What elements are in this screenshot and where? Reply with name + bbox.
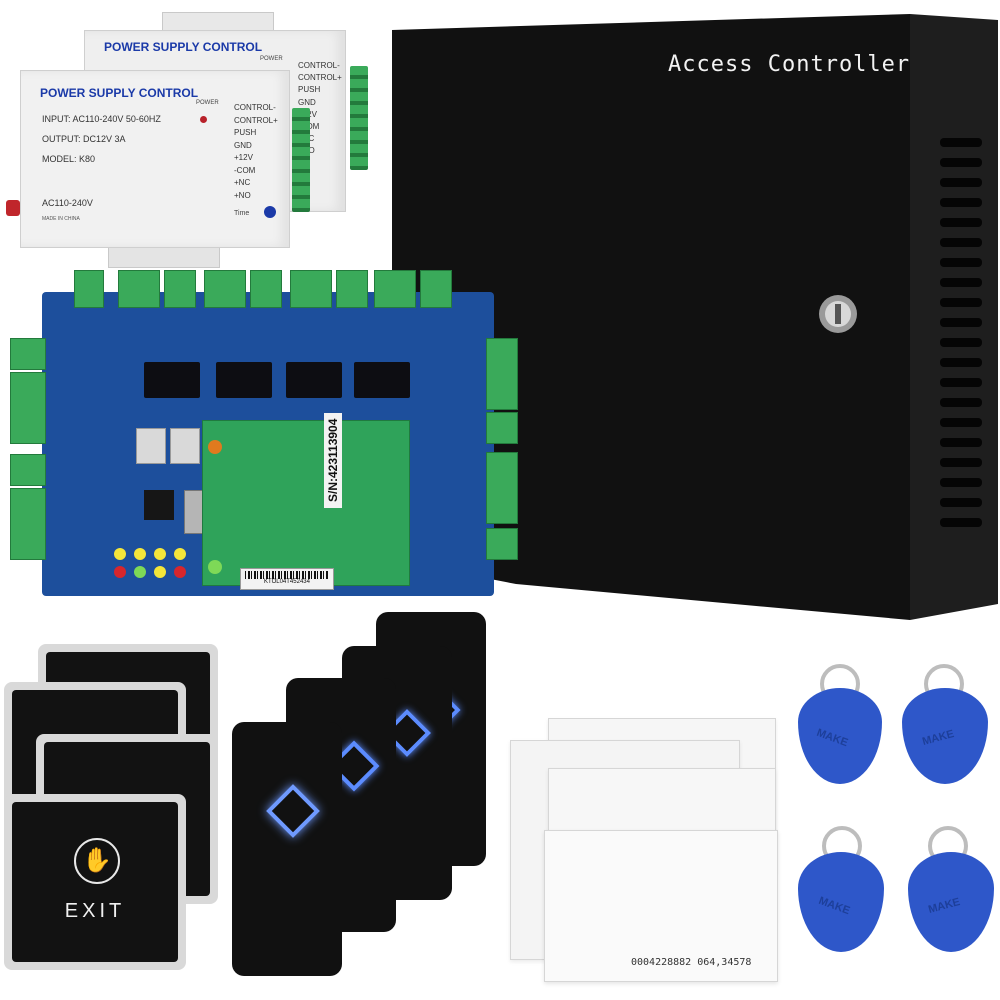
psu-time-label: Time <box>234 210 250 217</box>
psu-terminal-label: CONTROL- <box>234 103 276 112</box>
power-led <box>200 116 207 123</box>
terminal-block <box>250 270 282 308</box>
terminal-block <box>486 338 518 410</box>
heatsink <box>136 428 166 464</box>
card-number: 0004228882 064,34578 <box>631 957 752 968</box>
terminal-block <box>10 454 46 486</box>
terminal-block <box>486 412 518 444</box>
terminal-block <box>486 452 518 524</box>
psu-terminal-block <box>292 108 310 212</box>
psu-made-in: MADE IN CHINA <box>42 216 80 222</box>
terminal-block <box>204 270 246 308</box>
psu-power-label: POWER <box>196 100 219 106</box>
led-cluster <box>114 548 194 584</box>
status-led <box>208 440 222 454</box>
key-fob: MAKE <box>796 664 886 788</box>
psu-terminal-label: GND <box>234 140 252 150</box>
terminal-block <box>336 270 368 308</box>
controller-label: Access Controller <box>668 52 911 77</box>
psu-power-label: POWER <box>260 56 283 62</box>
key-fob: MAKE <box>906 826 998 958</box>
chip <box>144 490 174 520</box>
serial-number: S/N:423113904 <box>324 412 342 508</box>
status-led <box>208 560 222 574</box>
terminal-block <box>164 270 196 308</box>
heatsink <box>170 428 200 464</box>
psu-terminal-label: GND <box>298 97 316 107</box>
power-supply-front: POWER SUPPLY CONTROL POWER INPUT: AC110-… <box>6 70 310 270</box>
psu-terminal-label: +NO <box>234 190 251 200</box>
card-reader <box>232 722 342 976</box>
touch-hand-icon: ✋ <box>74 838 120 884</box>
terminal-block <box>74 270 104 308</box>
terminal-block <box>420 270 452 308</box>
terminal-block <box>118 270 160 308</box>
psu-terminal-label: CONTROL+ <box>234 115 278 125</box>
terminal-block <box>290 270 332 308</box>
lock-icon <box>819 295 857 333</box>
psu-title: POWER SUPPLY CONTROL <box>40 86 199 100</box>
terminal-block <box>10 488 46 560</box>
rfid-card: 0004228882 064,34578 <box>544 830 778 982</box>
psu-output-spec: OUTPUT: DC12V 3A <box>42 134 126 144</box>
adjust-knob-icon <box>264 206 276 218</box>
psu-terminal-label: CONTROL- <box>298 61 340 70</box>
psu-input-spec: INPUT: AC110-240V 50-60HZ <box>42 114 161 124</box>
terminal-block <box>486 528 518 560</box>
psu-title: POWER SUPPLY CONTROL <box>104 40 263 54</box>
psu-terminal-label: +12V <box>234 153 253 162</box>
rfid-symbol-icon <box>266 784 320 838</box>
psu-terminal-label: CONTROL+ <box>298 73 342 83</box>
controller-board: S/N:423113904 KTOL04T452434 <box>10 268 520 602</box>
relay <box>144 362 200 398</box>
barcode-text: KTOL04T452434 <box>264 579 310 585</box>
psu-model: MODEL: K80 <box>42 154 96 164</box>
terminal-block <box>10 338 46 370</box>
key-fob: MAKE <box>900 664 992 788</box>
relay <box>354 362 410 398</box>
relay <box>286 362 342 398</box>
terminal-block <box>374 270 416 308</box>
cabinet-vents <box>940 138 982 527</box>
psu-terminal-label: +NC <box>234 178 251 187</box>
network-module <box>202 420 410 586</box>
barcode-label: KTOL04T452434 <box>240 568 334 590</box>
psu-terminal-label: PUSH <box>234 128 257 137</box>
psu-terminal-label: -COM <box>234 165 256 175</box>
exit-label: EXIT <box>64 900 126 922</box>
terminal-block <box>10 372 46 444</box>
psu-terminal-block <box>350 66 368 170</box>
psu-ac-label: AC110-240V <box>42 198 93 208</box>
exit-button-panel: ✋ EXIT <box>4 794 186 970</box>
psu-terminal-label: PUSH <box>298 85 321 95</box>
key-fob: MAKE <box>796 826 888 958</box>
relay <box>216 362 272 398</box>
